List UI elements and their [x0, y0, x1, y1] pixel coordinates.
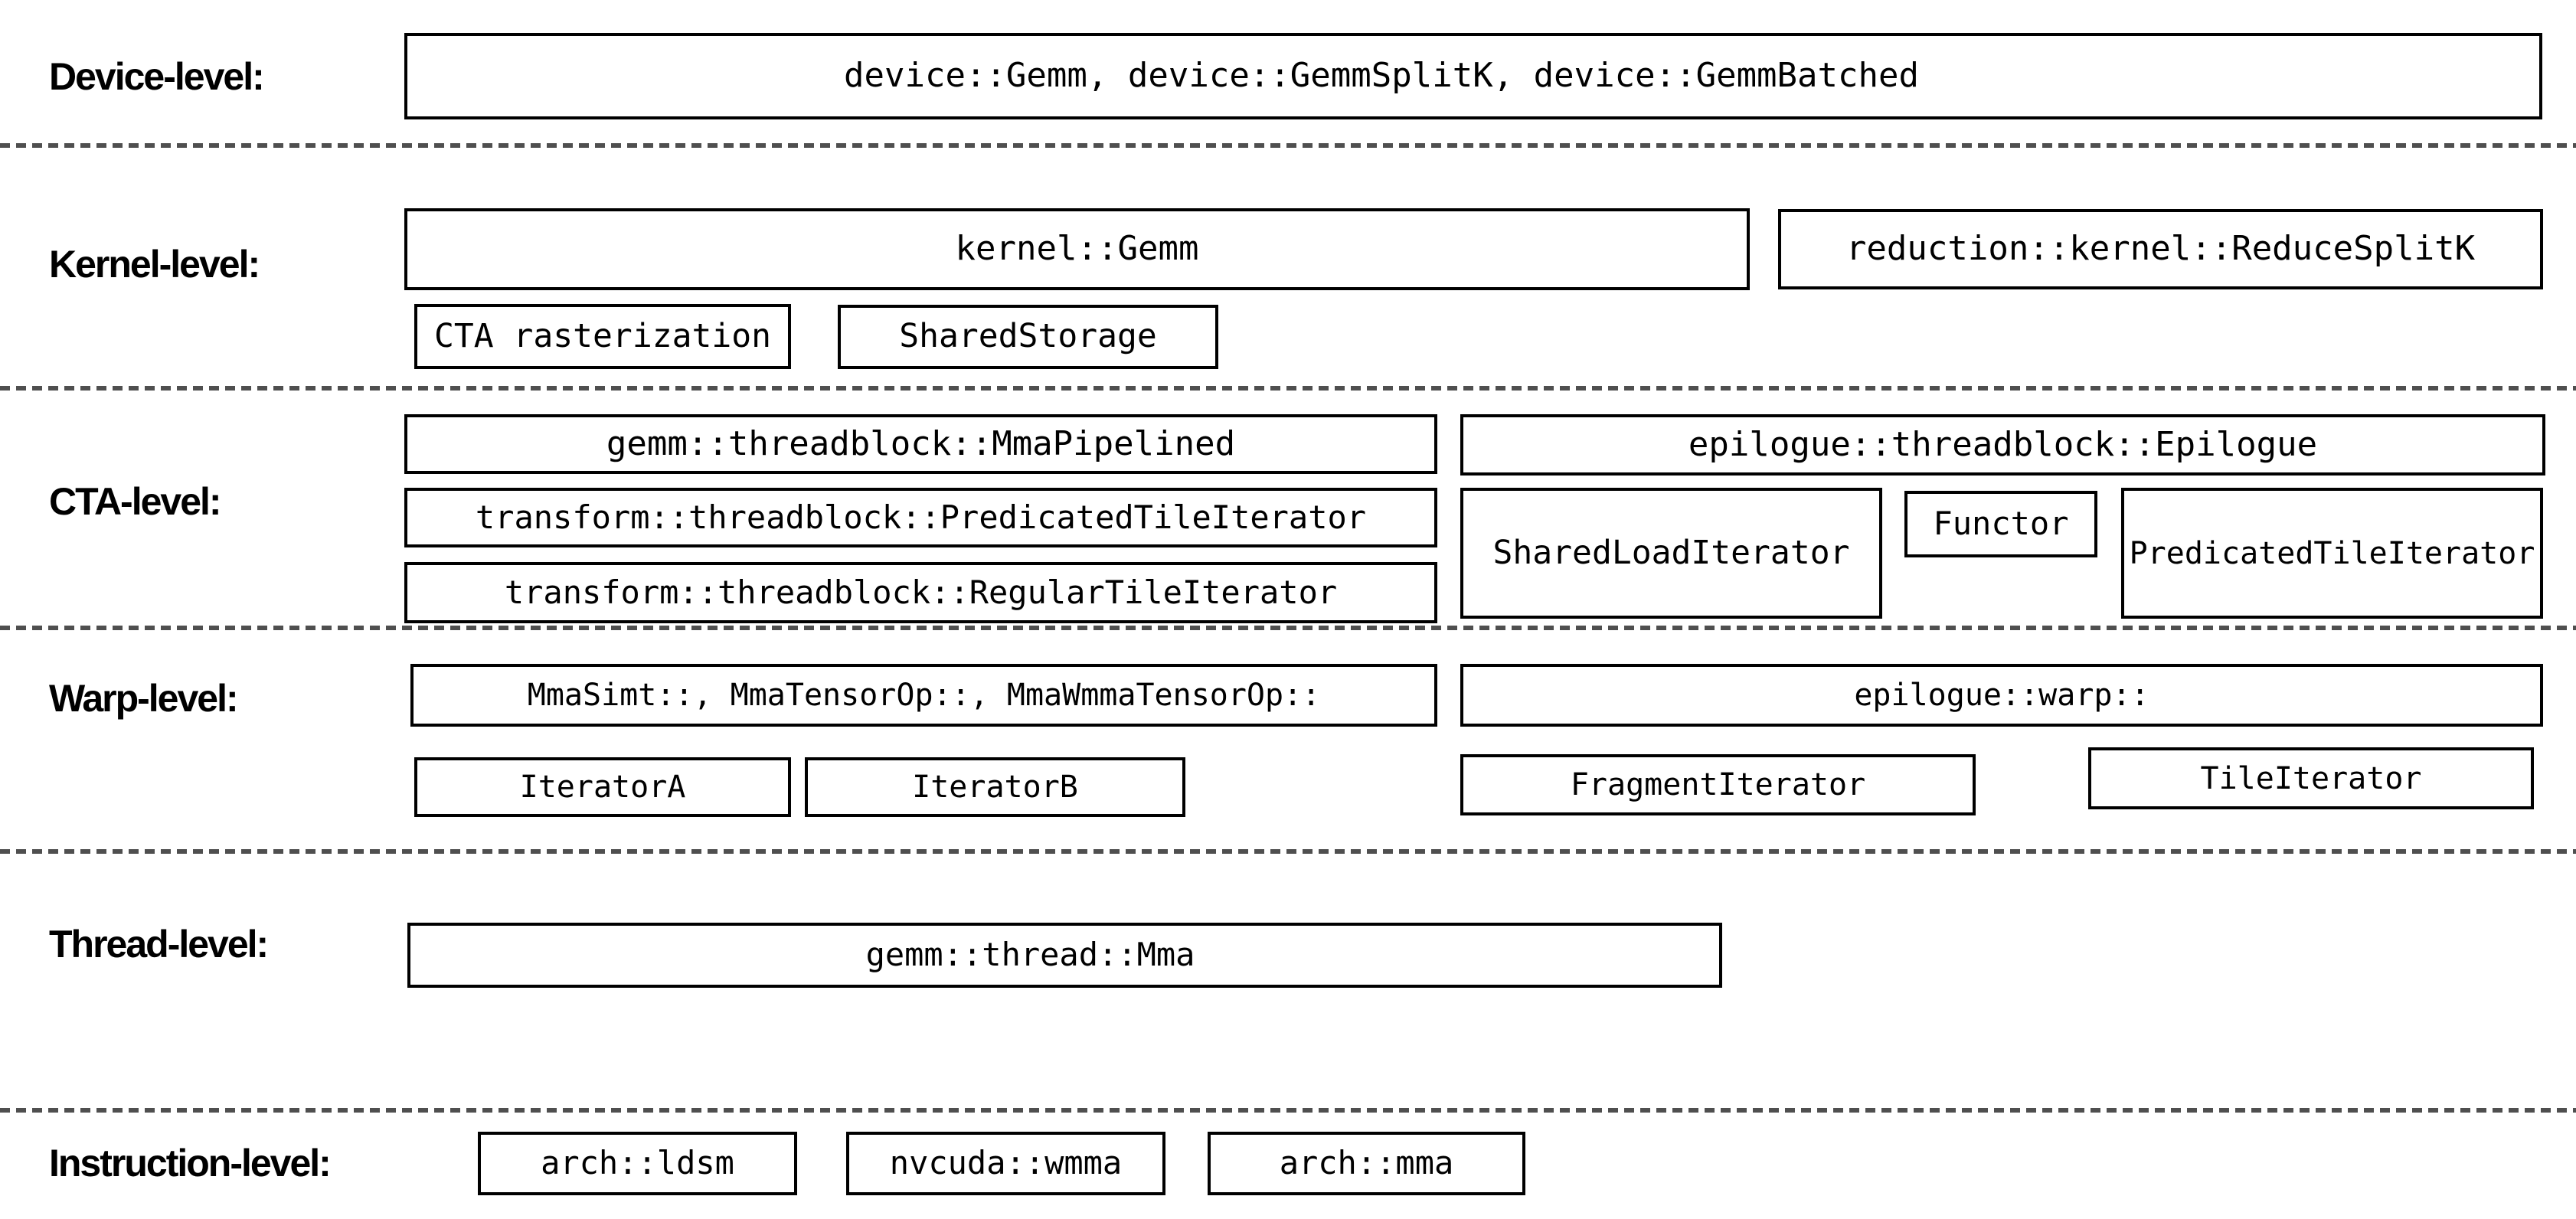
box-gemm-threadblock-mma-pipelined: gemm::threadblock::MmaPipelined: [404, 414, 1437, 474]
box-cta-rasterization: CTA rasterization: [414, 304, 791, 369]
box-fragment-iterator: FragmentIterator: [1460, 754, 1976, 815]
box-epilogue-warp: epilogue::warp::: [1460, 664, 2543, 727]
box-iterator-b: IteratorB: [805, 757, 1185, 817]
level-label-instruction: Instruction-level:: [49, 1142, 332, 1185]
separator-device-kernel: [0, 143, 2576, 148]
box-gemm-thread-mma: gemm::thread::Mma: [407, 923, 1722, 988]
box-shared-storage: SharedStorage: [838, 305, 1218, 369]
box-warp-mma-variants: MmaSimt::, MmaTensorOp::, MmaWmmaTensorO…: [410, 664, 1437, 727]
box-functor: Functor: [1904, 491, 2097, 557]
box-reduction-kernel-reduce-splitk: reduction::kernel::ReduceSplitK: [1778, 209, 2543, 289]
separator-cta-warp: [0, 626, 2576, 630]
box-shared-load-iterator: SharedLoadIterator: [1460, 488, 1882, 619]
box-arch-mma: arch::mma: [1208, 1132, 1525, 1195]
box-device-gemm-family: device::Gemm, device::GemmSplitK, device…: [404, 33, 2542, 119]
level-label-kernel: Kernel-level:: [49, 243, 260, 286]
level-label-cta: CTA-level:: [49, 480, 222, 523]
separator-kernel-cta: [0, 386, 2576, 391]
level-label-warp: Warp-level:: [49, 677, 239, 720]
separator-warp-thread: [0, 849, 2576, 854]
box-kernel-gemm: kernel::Gemm: [404, 208, 1750, 290]
box-epilogue-threadblock: epilogue::threadblock::Epilogue: [1460, 414, 2545, 476]
level-label-device: Device-level:: [49, 55, 265, 98]
box-transform-predicated-tile-iterator: transform::threadblock::PredicatedTileIt…: [404, 488, 1437, 547]
separator-thread-instruction: [0, 1108, 2576, 1113]
box-tile-iterator: TileIterator: [2088, 747, 2534, 809]
box-nvcuda-wmma: nvcuda::wmma: [846, 1132, 1165, 1195]
box-transform-regular-tile-iterator: transform::threadblock::RegularTileItera…: [404, 562, 1437, 623]
level-label-thread: Thread-level:: [49, 923, 269, 966]
box-epilogue-predicated-tile-iterator: PredicatedTileIterator: [2121, 488, 2543, 619]
box-iterator-a: IteratorA: [414, 757, 791, 817]
box-arch-ldsm: arch::ldsm: [478, 1132, 797, 1195]
